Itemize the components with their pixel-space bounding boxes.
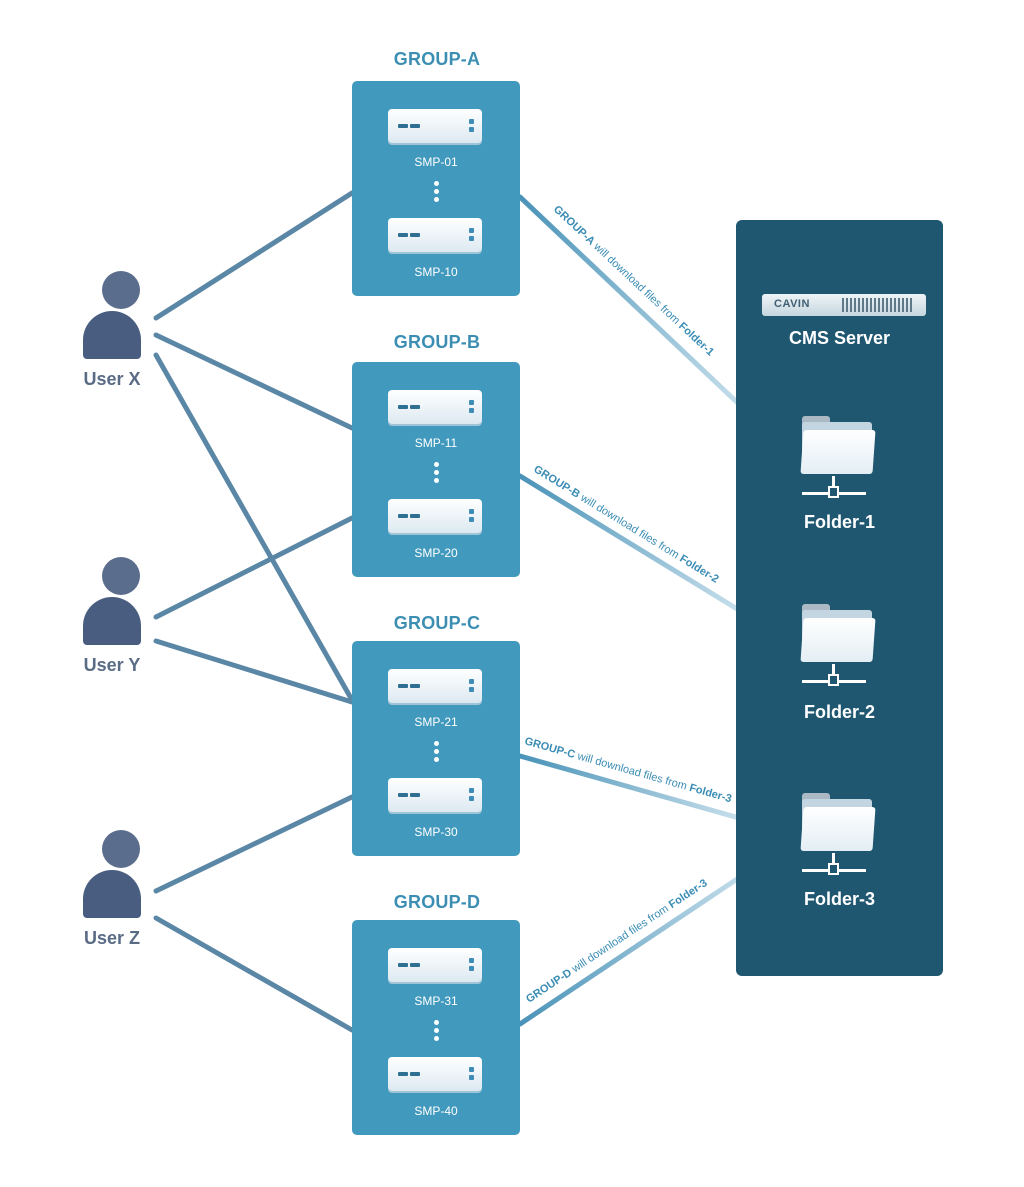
device-smp-21: [388, 669, 482, 703]
link-groupc-folder3: [517, 753, 781, 832]
device-smp-31: [388, 948, 482, 982]
annotation-group-d-text: will download files from: [567, 901, 673, 977]
device-smp-40: [388, 1057, 482, 1091]
device-smp-30: [388, 778, 482, 812]
user-y-label: User Y: [83, 655, 141, 675]
device-led-icon: [398, 963, 420, 967]
folder-1-icon: [800, 416, 880, 508]
annotation-group-a-text: will download files from: [589, 239, 684, 329]
group-a-box: SMP-01 SMP-10: [352, 81, 520, 296]
group-a-title: GROUP-A: [393, 49, 481, 69]
ellipsis-dots-icon: [434, 181, 439, 205]
annotation-group-c: GROUP-C will download files from Folder-…: [523, 735, 733, 805]
device-smp-01: [388, 109, 482, 143]
device-smp-10: [388, 218, 482, 252]
group-c-title: GROUP-C: [393, 613, 481, 633]
device-led-icon: [398, 684, 420, 688]
annotation-group-d-folder: Folder-3: [667, 877, 710, 911]
ellipsis-dots-icon: [434, 1020, 439, 1044]
annotation-group-a-group: GROUP-A: [551, 203, 597, 247]
device-led-icon: [398, 514, 420, 518]
user-x-head-icon: [102, 271, 140, 309]
device-button-icon: [469, 957, 474, 973]
link-userz-groupd: [153, 915, 355, 1033]
cms-server-panel: CAVIN CMS Server Folder-1 Folder-2 Folde…: [736, 220, 943, 976]
device-button-icon: [469, 787, 474, 803]
server-vent-icon: [842, 298, 914, 312]
group-d-title: GROUP-D: [393, 892, 481, 912]
folder-3-label: Folder-3: [803, 889, 875, 909]
user-y-body-icon: [83, 597, 141, 645]
link-userz-groupc: [153, 794, 355, 894]
user-z-body-icon: [83, 870, 141, 918]
device-button-icon: [469, 1066, 474, 1082]
device-smp-20: [388, 499, 482, 533]
server-brand-label: CAVIN: [774, 298, 810, 310]
folder-2-icon: [800, 604, 880, 696]
device-button-icon: [469, 118, 474, 134]
link-usery-groupc: [153, 638, 355, 705]
ellipsis-dots-icon: [434, 462, 439, 486]
device-led-icon: [398, 793, 420, 797]
user-y-head-icon: [102, 557, 140, 595]
group-b-box: SMP-11 SMP-20: [352, 362, 520, 577]
user-z-head-icon: [102, 830, 140, 868]
folder-1-label: Folder-1: [803, 512, 875, 532]
device-label-smp-30: SMP-30: [414, 825, 458, 839]
folder-2-label: Folder-2: [803, 702, 875, 722]
device-label-smp-31: SMP-31: [414, 994, 458, 1008]
group-b-title: GROUP-B: [393, 332, 481, 352]
device-label-smp-10: SMP-10: [414, 265, 458, 279]
annotation-group-d-group: GROUP-D: [524, 967, 574, 1006]
annotation-group-b-group: GROUP-B: [531, 463, 582, 500]
device-led-icon: [398, 124, 420, 128]
link-userx-groupa: [153, 190, 355, 321]
ellipsis-dots-icon: [434, 741, 439, 765]
device-label-smp-11: SMP-11: [414, 436, 458, 450]
user-z-label: User Z: [83, 928, 141, 948]
link-userx-groupb: [153, 332, 355, 431]
user-x-label: User X: [83, 369, 141, 389]
group-d-box: SMP-31 SMP-40: [352, 920, 520, 1135]
annotation-group-b-text: will download files from: [576, 490, 684, 563]
annotation-group-b-folder: Folder-2: [677, 553, 720, 586]
device-button-icon: [469, 508, 474, 524]
device-button-icon: [469, 399, 474, 415]
annotation-group-b: GROUP-B will download files from Folder-…: [531, 463, 720, 585]
device-label-smp-40: SMP-40: [414, 1104, 458, 1118]
annotation-group-a: GROUP-A will download files from Folder-…: [551, 203, 716, 358]
user-x-body-icon: [83, 311, 141, 359]
device-led-icon: [398, 233, 420, 237]
link-usery-groupb: [153, 515, 355, 620]
link-groupb-folder2: [517, 473, 781, 637]
annotation-group-d: GROUP-D will download files from Folder-…: [524, 877, 710, 1005]
device-led-icon: [398, 405, 420, 409]
device-smp-11: [388, 390, 482, 424]
device-button-icon: [469, 678, 474, 694]
server-rack-icon: CAVIN: [762, 294, 926, 316]
link-userx-groupc: [153, 352, 355, 703]
cms-server-title: CMS Server: [788, 328, 891, 348]
device-label-smp-20: SMP-20: [414, 546, 458, 560]
folder-3-icon: [800, 793, 880, 885]
device-label-smp-01: SMP-01: [414, 155, 458, 169]
device-button-icon: [469, 227, 474, 243]
group-c-box: SMP-21 SMP-30: [352, 641, 520, 856]
annotation-group-c-folder: Folder-3: [688, 782, 733, 805]
device-led-icon: [398, 1072, 420, 1076]
device-label-smp-21: SMP-21: [414, 715, 458, 729]
